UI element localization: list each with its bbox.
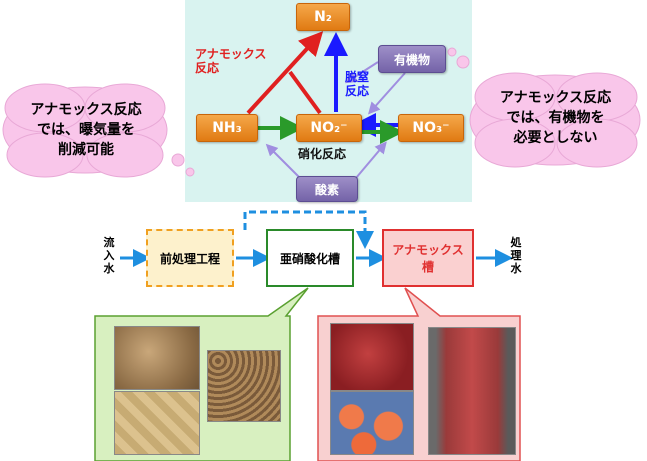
organic-matter-node: 有機物 [378,45,446,73]
cloud-layer [2,47,641,178]
anammox-label-line-1: アナモックス [195,47,267,61]
left-cloud-line-1: アナモックス反応 [30,102,142,118]
anammox-arrow-from-no2 [288,70,322,115]
anammox-tank-box: アナモックス 槽 [382,229,474,287]
organic-arrow-1 [344,61,379,84]
oxygen-node: 酸素 [296,176,358,202]
anammox-reactor-photo [428,327,516,455]
anammox-carrier-photo [330,323,414,391]
denit-label-line-1: 脱窒 [345,70,370,84]
inflow-char-3: 水 [103,262,115,275]
outflow-char-1: 処 [510,236,522,249]
anammox-label-line-2: 反応 [195,61,220,75]
nh3-node: NH₃ [196,114,258,142]
nitritation-tank-box: 亜硝酸化槽 [266,229,354,287]
outflow-label: 処 理 水 [510,236,522,275]
no2-node: NO₂⁻ [296,114,362,142]
inflow-label: 流 入 水 [103,236,115,275]
anammox-reaction-label: アナモックス 反応 [195,47,266,75]
outflow-char-3: 水 [510,262,522,275]
organic-arrow-2 [368,72,406,115]
anammox-granules-photo [330,391,414,455]
anammox-tank-line-1: アナモックス [392,243,464,257]
bypass-dashed-arrow [243,210,374,249]
right-cloud-text: アナモックス反応 では、有機物を 必要としない [478,88,633,148]
right-cloud-line-3: 必要としない [513,130,598,146]
denitrification-label: 脱窒 反応 [345,70,369,98]
left-cloud-line-3: 削減可能 [58,142,114,158]
oxygen-arrow-2 [355,141,387,179]
nitrification-label: 硝化反応 [298,147,347,161]
nitritation-carrier-photo [114,326,200,390]
nitritation-honeycomb-photo [207,350,281,422]
left-cloud [2,83,195,178]
oxygen-arrow-1 [265,143,301,179]
right-cloud [447,47,641,168]
left-cloud-text: アナモックス反応 では、曝気量を 削減可能 [12,100,160,160]
right-cloud-line-2: では、有機物を [506,110,605,126]
anammox-arrow-from-nh3 [246,31,324,115]
pretreatment-box: 前処理工程 [146,229,234,287]
n2-node: N₂ [296,3,350,31]
nitritation-sponge-photo [114,391,200,455]
left-cloud-line-2: では、曝気量を [37,122,135,138]
right-cloud-line-1: アナモックス反応 [499,90,612,106]
inflow-char-1: 流 [103,236,115,249]
no3-node: NO₃⁻ [398,114,464,142]
anammox-tank-line-2: 槽 [421,260,434,274]
reaction-arrows [246,31,406,179]
outflow-char-2: 理 [510,249,522,262]
denit-label-line-2: 反応 [345,84,370,98]
inflow-char-2: 入 [103,249,115,262]
